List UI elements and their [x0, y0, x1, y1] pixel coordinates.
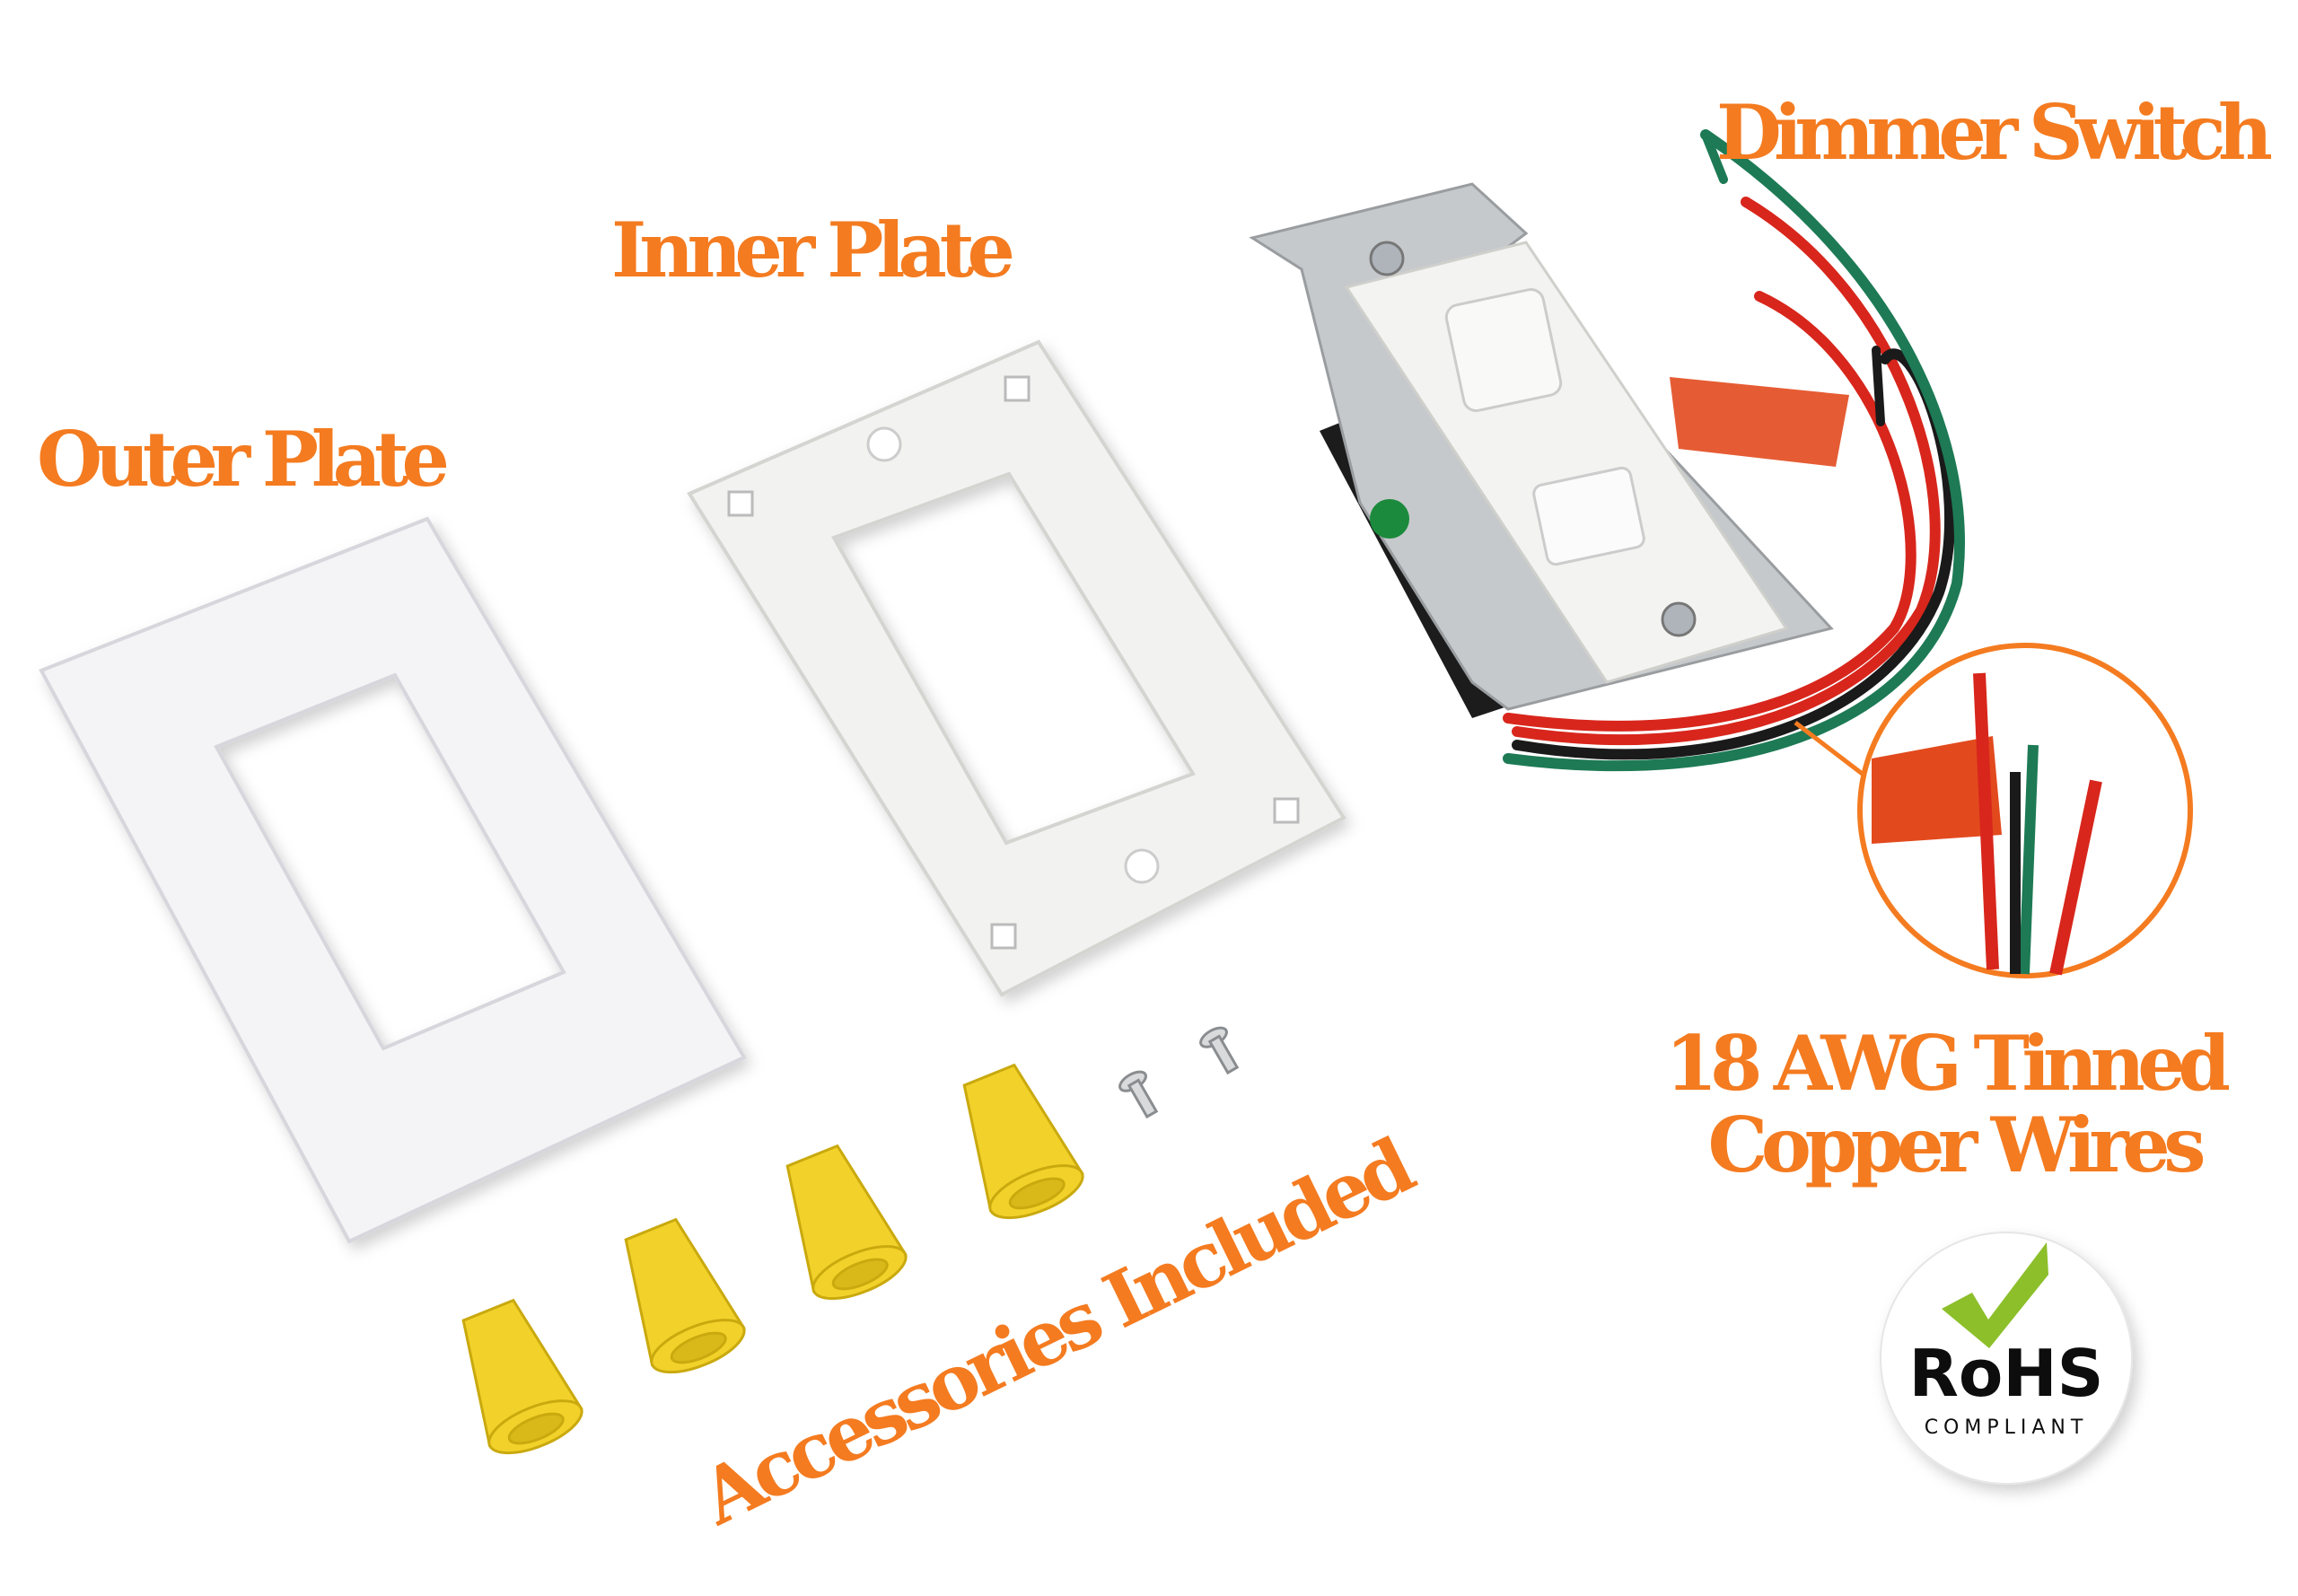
mounting-hole [866, 426, 902, 462]
label-wires-line1: 18 AWG Tinned [1665, 1019, 2231, 1108]
wires [1503, 129, 1965, 772]
warning-tag [1670, 377, 1849, 467]
label-inner-plate: Inner Plate [611, 206, 1015, 294]
label-dimmer-switch: Dimmer Switch [1716, 88, 2273, 177]
rohs-subtitle: COMPLIANT [1925, 1416, 2089, 1439]
screw [1118, 1070, 1159, 1119]
rohs-title: RoHS [1908, 1336, 2103, 1411]
check-icon [1942, 1242, 2048, 1348]
dimmer-switch [1249, 182, 1849, 718]
outer-plate [39, 516, 747, 1244]
wire-callout [1794, 643, 2193, 978]
screw [1199, 1026, 1240, 1075]
rohs-badge: RoHS COMPLIANT [1880, 1232, 2133, 1485]
toggle-button [1532, 466, 1645, 566]
wire-nut [785, 1144, 908, 1301]
label-outer-plate: Outer Plate [37, 415, 450, 504]
label-wires-line2: Copper Wires [1708, 1101, 2206, 1189]
screws [1118, 1026, 1240, 1119]
mounting-hole [1124, 848, 1160, 884]
inner-plate [687, 339, 1346, 997]
wire-nuts [461, 1063, 1084, 1455]
dimmer-slider [1444, 287, 1563, 413]
wire-nut [962, 1063, 1084, 1220]
wire-nut [461, 1298, 583, 1455]
wire-nut [624, 1217, 746, 1374]
